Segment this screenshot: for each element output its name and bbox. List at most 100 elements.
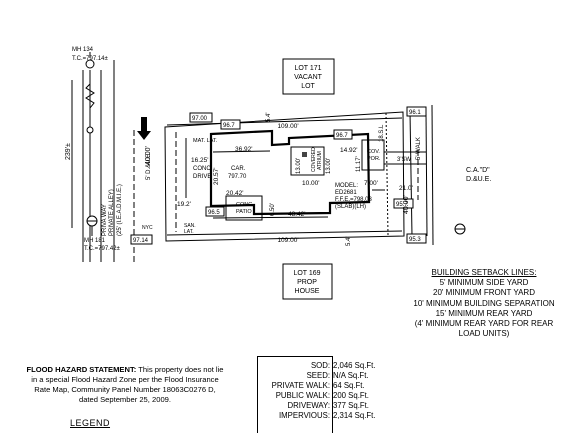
table-row-label: DRIVEWAY: xyxy=(287,401,330,410)
dim-21-label: 21.0' xyxy=(399,185,413,192)
walk-line-2 xyxy=(425,111,428,237)
dim-14-92-label: 14.92' xyxy=(340,147,358,154)
top-dim-label: 109.00' xyxy=(277,123,298,130)
setback-line: 15' MINIMUM REAR YARD xyxy=(435,308,533,318)
elev-label: 95.7 xyxy=(396,202,408,208)
atrium-outline xyxy=(290,146,325,176)
elev-label: 96.7 xyxy=(223,123,235,129)
elev-box xyxy=(333,129,353,140)
table-row-label: PRIVATE WALK: xyxy=(271,381,330,390)
mh-bot-tc: T.C.=797.42± xyxy=(84,246,121,252)
north-arrow-icon xyxy=(137,117,151,140)
atrium-label: ATRIUM xyxy=(317,151,323,170)
setback-notes: BUILDING SETBACK LINES: 5' MINIMUM SIDE … xyxy=(398,268,570,339)
elev-label: 96.5 xyxy=(208,210,220,216)
alley-label-3: (25' (I.E.A.D.M.I.E.) xyxy=(117,184,123,236)
elev-box xyxy=(406,233,427,244)
dim-bottom xyxy=(166,230,403,236)
sw-label: 3'SW xyxy=(397,157,411,163)
car-label: CAR. xyxy=(231,166,246,172)
setback-line: (4' MINIMUM REAR YARD FOR REAR xyxy=(414,319,554,329)
setback-line: 10' MINIMUM BUILDING SEPARATION xyxy=(413,298,555,308)
dim-11-17-label: 11.17' xyxy=(356,156,362,172)
side-top-label: 5.4' xyxy=(266,113,272,123)
model-label: F.F.E.=798.03 xyxy=(335,197,373,203)
san-lat-label: LAT. xyxy=(184,229,194,235)
elev-label: 97.14 xyxy=(133,238,149,244)
mat-lat-label: MAT. LAT. xyxy=(193,138,218,144)
table-row-label: SEED: xyxy=(306,371,330,380)
dim-48 xyxy=(212,216,329,219)
table-row-label: PUBLIC WALK: xyxy=(275,391,330,400)
flood-title: FLOOD HAZARD STATEMENT: xyxy=(26,365,137,374)
hydrant-icon xyxy=(86,126,94,134)
table-row-label: SOD: xyxy=(310,361,330,370)
table-row-value: 2,046 Sq.Ft. xyxy=(333,361,376,370)
walk-label: 5' WALK xyxy=(416,137,422,160)
alley-label-1: PRIVA WAY xyxy=(102,204,108,236)
lot171-label: LOT 171 xyxy=(294,65,321,72)
area-table xyxy=(257,356,333,433)
lot169-label: PROP xyxy=(297,279,317,286)
side-bot-label: 5.4' xyxy=(346,237,352,247)
table-row-value: N/A Sq.Ft. xyxy=(333,371,369,380)
elev-label: 96.7 xyxy=(336,133,348,139)
elev-box xyxy=(220,119,241,130)
san-lat-label: SAN. xyxy=(184,223,196,229)
drive-label: CONC. xyxy=(193,166,213,172)
manhole-top-icon xyxy=(85,59,95,69)
cov-por-label: COV. xyxy=(367,149,380,155)
patio-label: PATIO xyxy=(236,209,252,215)
drive-label: DRIVE xyxy=(193,174,211,180)
mh-bot-label: MH 181 xyxy=(84,238,106,244)
elev-box xyxy=(393,198,414,209)
dim-239-label: 239'± xyxy=(65,143,72,160)
due-right-label: D.&U.E. xyxy=(466,176,491,183)
dim-10-label: 10.00' xyxy=(302,180,320,187)
right-dim-label: 40.00' xyxy=(403,195,410,214)
elev-label: 96.1 xyxy=(409,110,421,116)
table-row-value: 2,314 Sq.Ft. xyxy=(333,411,376,420)
bot-dim-label: 109.00' xyxy=(277,237,298,244)
dim-19-2-label: 19.2' xyxy=(177,201,191,208)
dim-20-57-label: 20.57' xyxy=(213,167,220,185)
elev-box xyxy=(189,112,213,123)
dim-13-top: 13.00' xyxy=(296,158,302,174)
walk-line-1 xyxy=(409,111,413,237)
patio-outline xyxy=(225,195,263,221)
model-label: MODEL: xyxy=(335,183,358,189)
dim-36 xyxy=(212,150,271,153)
dim-48-label: 48.42' xyxy=(288,211,306,218)
lot171-box xyxy=(282,58,335,95)
legend-title: LEGEND xyxy=(70,418,111,428)
drive-label: 16.25' xyxy=(191,157,209,164)
dim-20-42-label: 20.42' xyxy=(226,190,244,197)
flood-text: This property does not lie in a special … xyxy=(31,365,224,404)
elev-label: 97.00 xyxy=(192,116,208,122)
lot169-box xyxy=(282,263,333,300)
model-label: ED2681 xyxy=(335,190,357,196)
table-row-value: 64 Sq.Ft. xyxy=(333,381,365,390)
cov-porch-outline xyxy=(361,139,385,171)
lot171-label: VACANT xyxy=(294,74,323,81)
dim-6-5-label: 6.50' xyxy=(270,203,276,216)
table-row-label: IMPERVIOUS: xyxy=(279,411,330,420)
lot169-label: HOUSE xyxy=(295,288,320,295)
elev-box xyxy=(205,206,225,217)
atrium-label: COVERED xyxy=(311,147,317,172)
nyc-label: NYC xyxy=(142,225,153,231)
cov-por-label: POR. xyxy=(367,156,381,162)
table-row-value: 200 Sq.Ft. xyxy=(333,391,369,400)
elev-box xyxy=(130,234,153,245)
front-setback xyxy=(385,112,389,236)
setback-line: LOAD UNITS) xyxy=(458,329,510,339)
lot171-label: LOT xyxy=(301,83,315,90)
house-footprint xyxy=(209,129,371,216)
alley-label-2: PRIVATE ALLEY) xyxy=(109,189,115,236)
flood-statement: FLOOD HAZARD STATEMENT: This property do… xyxy=(25,365,225,405)
elev-label: 95.3 xyxy=(409,237,421,243)
model-label: (SLAB)(LH) xyxy=(335,204,366,210)
elev-box xyxy=(406,106,427,117)
lot-boundary xyxy=(164,111,405,242)
sewer-line xyxy=(85,70,95,128)
